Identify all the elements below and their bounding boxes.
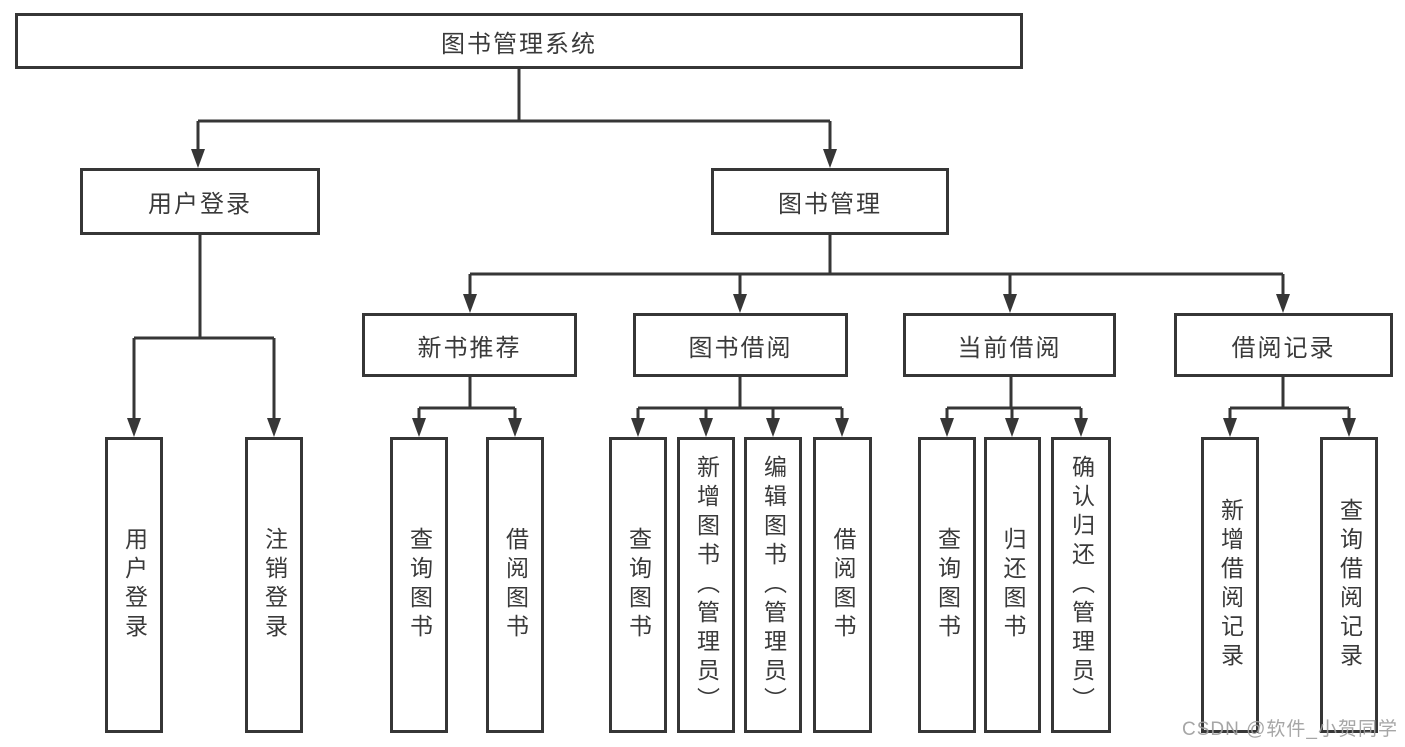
group-borrow-records-label: 借阅记录 bbox=[1231, 334, 1336, 362]
group-book-borrow: 图书借阅 bbox=[633, 313, 848, 377]
leaf-query-books-3-label: 查询图书 bbox=[934, 527, 961, 643]
group-current-borrow: 当前借阅 bbox=[903, 313, 1116, 377]
branch-user-login: 用户登录 bbox=[80, 168, 320, 235]
leaf-borrow-books-1-label: 借阅图书 bbox=[502, 527, 529, 643]
branch-user-login-label: 用户登录 bbox=[148, 191, 252, 218]
group-new-book-recommend-label: 新书推荐 bbox=[417, 334, 522, 362]
leaf-add-books-admin-label: 新增图书（管理员） bbox=[693, 454, 720, 716]
leaf-query-borrow-record: 查询借阅记录 bbox=[1320, 437, 1378, 733]
branch-book-management: 图书管理 bbox=[711, 168, 949, 235]
leaf-query-books-1-label: 查询图书 bbox=[406, 527, 433, 643]
leaf-edit-books-admin-label: 编辑图书（管理员） bbox=[760, 454, 787, 716]
root-node-label: 图书管理系统 bbox=[441, 30, 597, 58]
leaf-borrow-books-2-label: 借阅图书 bbox=[830, 527, 856, 643]
group-current-borrow-label: 当前借阅 bbox=[957, 334, 1062, 362]
leaf-return-books-label: 归还图书 bbox=[1000, 527, 1026, 643]
leaf-query-books-3: 查询图书 bbox=[918, 437, 976, 733]
leaf-query-books-2-label: 查询图书 bbox=[625, 527, 652, 643]
leaf-logout-label: 注销登录 bbox=[261, 527, 288, 643]
leaf-return-books: 归还图书 bbox=[984, 437, 1041, 733]
leaf-confirm-return-admin-label: 确认归还（管理员） bbox=[1068, 454, 1095, 716]
leaf-borrow-books-1: 借阅图书 bbox=[486, 437, 544, 733]
watermark: CSDN @软件_小贺同学 bbox=[1182, 719, 1398, 740]
leaf-query-books-1: 查询图书 bbox=[390, 437, 448, 733]
root-node: 图书管理系统 bbox=[15, 13, 1023, 69]
group-book-borrow-label: 图书借阅 bbox=[688, 334, 793, 362]
leaf-add-borrow-record-label: 新增借阅记录 bbox=[1217, 498, 1244, 672]
arrowheads bbox=[127, 149, 1356, 437]
branch-book-management-label: 图书管理 bbox=[778, 191, 882, 218]
leaf-add-books-admin: 新增图书（管理员） bbox=[677, 437, 735, 733]
leaf-user-login: 用户登录 bbox=[105, 437, 163, 733]
leaf-logout: 注销登录 bbox=[245, 437, 303, 733]
leaf-confirm-return-admin: 确认归还（管理员） bbox=[1051, 437, 1111, 733]
leaf-query-books-2: 查询图书 bbox=[609, 437, 667, 733]
connector-paths bbox=[132, 69, 1351, 433]
leaf-borrow-books-2: 借阅图书 bbox=[813, 437, 872, 733]
group-borrow-records: 借阅记录 bbox=[1174, 313, 1393, 377]
leaf-query-borrow-record-label: 查询借阅记录 bbox=[1336, 498, 1363, 672]
leaf-add-borrow-record: 新增借阅记录 bbox=[1201, 437, 1259, 733]
group-new-book-recommend: 新书推荐 bbox=[362, 313, 577, 377]
leaf-edit-books-admin: 编辑图书（管理员） bbox=[744, 437, 802, 733]
leaf-user-login-label: 用户登录 bbox=[121, 527, 148, 643]
